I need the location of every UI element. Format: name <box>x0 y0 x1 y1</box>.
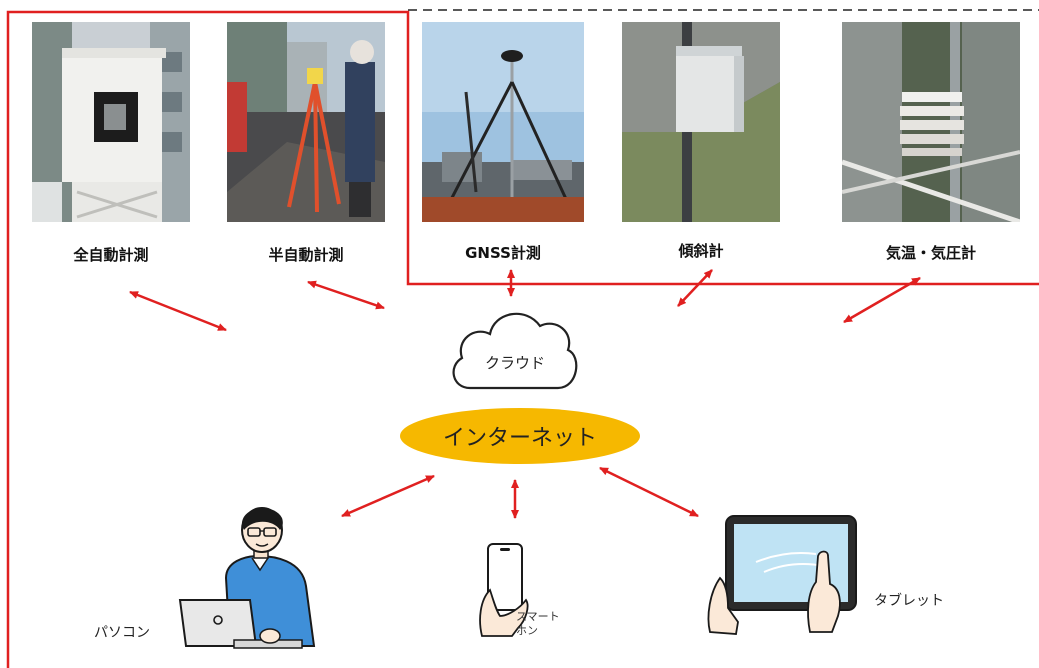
tablet-icon <box>707 515 857 635</box>
smartphone-label-line1: スマート <box>516 610 560 623</box>
internet-label: インターネット <box>442 426 597 451</box>
gnss-antenna-photo <box>422 22 584 222</box>
sensor-label-tiltmeter: 傾斜計 <box>678 242 724 260</box>
arrow-total-station <box>129 290 227 332</box>
smartphone-icon <box>479 543 529 637</box>
surveyor-tripod-photo <box>227 22 385 222</box>
sensor-label-weather: 気温・気圧計 <box>885 244 976 262</box>
smartphone-label-line2: ホン <box>516 624 538 637</box>
weather-shield-photo <box>842 22 1020 222</box>
total-station-photo <box>32 22 190 222</box>
pc-label: パソコン <box>94 625 150 641</box>
pc-user-icon <box>178 507 316 649</box>
arrow-pc <box>341 474 435 518</box>
smartphone-label: スマート ホン <box>516 610 560 638</box>
arrow-weather <box>843 276 921 324</box>
cloud-icon <box>452 312 578 390</box>
cloud-label: クラウド <box>484 354 545 372</box>
sensor-label-gnss: GNSS計測 <box>465 244 541 262</box>
sensor-label-semi-auto: 半自動計測 <box>268 246 344 264</box>
arrow-semi-auto <box>307 280 385 310</box>
internet-ellipse <box>400 408 640 464</box>
arrow-tiltmeter <box>677 269 713 307</box>
tablet-label: タブレット <box>874 593 944 609</box>
sensor-label-total-station: 全自動計測 <box>73 246 149 264</box>
tiltmeter-box-photo <box>622 22 780 222</box>
arrow-tablet <box>599 466 699 518</box>
